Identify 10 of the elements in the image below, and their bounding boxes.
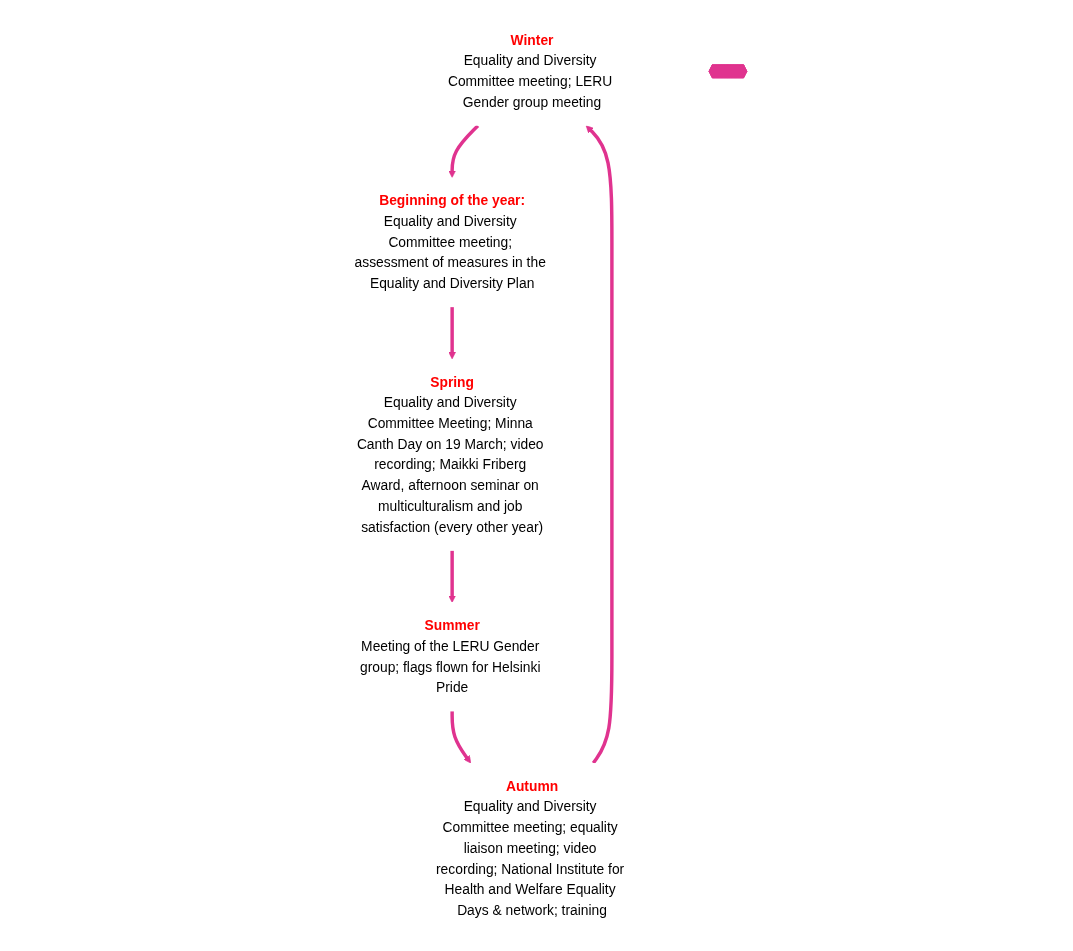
arrow: [447, 550, 456, 603]
node-text: Winter Equality and Diversity Committee meeting; LERU Gender group meeting: [447, 32, 612, 110]
arrow: [447, 307, 456, 360]
node-text: Beginning of the year: Equality and Diversity Committee meeting; assessment of measures in the Equality and Diversity Plan: [354, 193, 546, 291]
node-text: Summer Meeting of the LERU Gender group; flags flown for Helsinki Pride: [359, 618, 541, 695]
arrow: [450, 711, 471, 764]
node-text: Autumn Equality and Diversity Committee meeting; equality liaison meeting; video recording; National Institute for Health and Welfare Equality Days & network; training: [435, 778, 624, 918]
arrow: [585, 125, 614, 765]
arrow: [447, 124, 479, 178]
node-text: Spring Equality and Diversity Committee Meeting; Minna Canth Day on 19 March; video recording; Maikki Friberg Award, afternoon seminar on multiculturalism and job satisfaction (every other year): [356, 374, 544, 535]
